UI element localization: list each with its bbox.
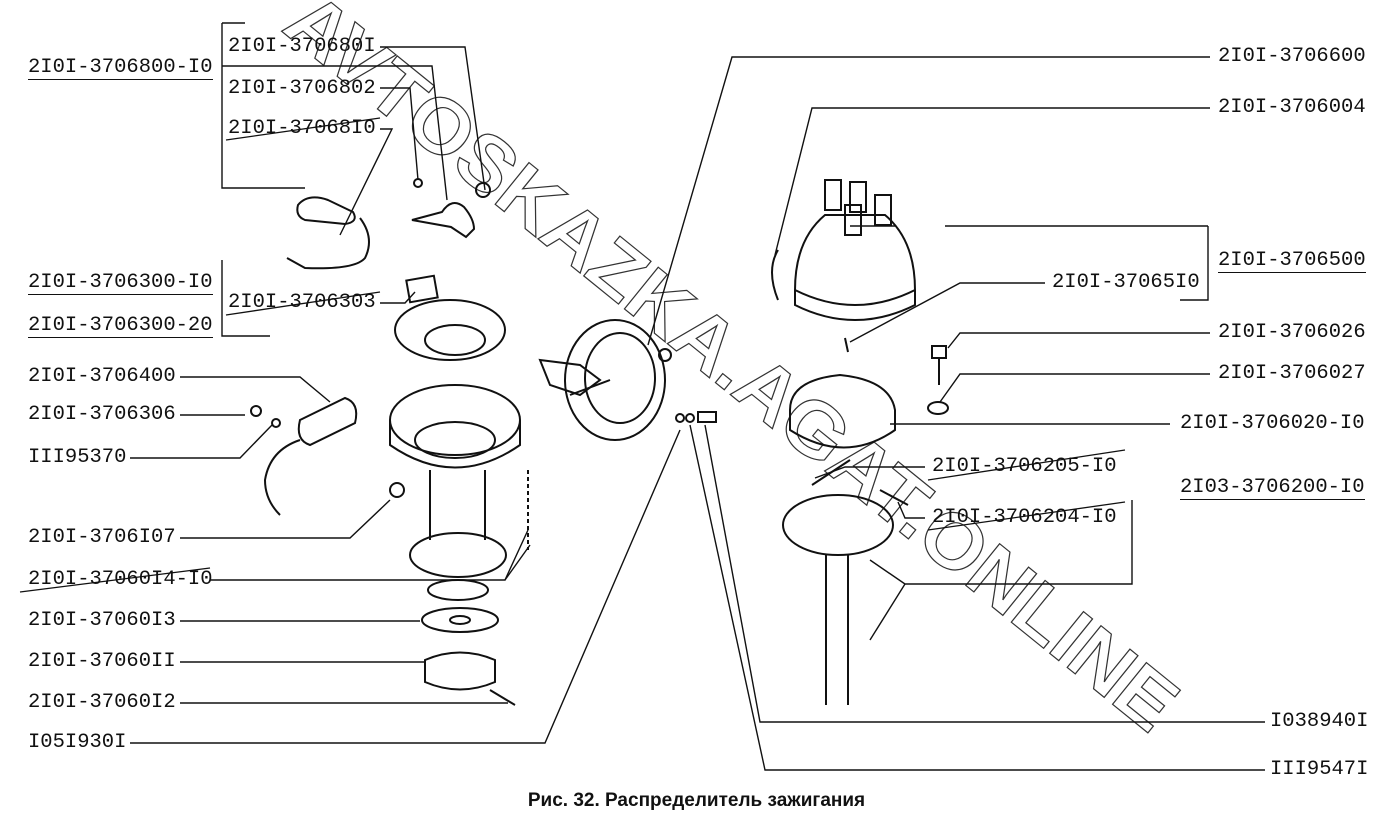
part-label-right: 2I0I-3706020-I0 — [1180, 412, 1365, 435]
part-label-left: III95370 — [28, 446, 127, 469]
part-label-left: 2I0I-3706303 — [228, 291, 376, 314]
part-label-left: 2I0I-37060I2 — [28, 691, 176, 714]
part-label-left: 2I0I-37060II — [28, 650, 176, 673]
part-label-left: 2I0I-37060I4-I0 — [28, 568, 213, 591]
part-label-right: 2I0I-3706600 — [1218, 45, 1366, 68]
part-label-left: 2I0I-3706306 — [28, 403, 176, 426]
part-label-right: 2I0I-3706500 — [1218, 249, 1366, 273]
part-label-right: III9547I — [1270, 758, 1369, 781]
part-label-right: 2I03-3706200-I0 — [1180, 476, 1365, 500]
part-label-right: I038940I — [1270, 710, 1369, 733]
part-label-left: 2I0I-370680I — [228, 35, 376, 58]
part-label-right: 2I0I-3706004 — [1218, 96, 1366, 119]
part-label-left: 2I0I-3706300-I0 — [28, 271, 213, 295]
part-label-right: 2I0I-3706204-I0 — [932, 506, 1117, 529]
figure-caption: Рис. 32. Распределитель зажигания — [527, 790, 866, 811]
part-label-left: 2I0I-3706800-I0 — [28, 56, 213, 80]
part-label-left: 2I0I-3706I07 — [28, 526, 176, 549]
part-label-left: 2I0I-37068I0 — [228, 117, 376, 140]
part-label-left: 2I0I-3706400 — [28, 365, 176, 388]
part-label-left: 2I0I-3706300-20 — [28, 314, 213, 338]
part-sketches — [250, 178, 949, 706]
part-label-left: I05I930I — [28, 731, 127, 754]
part-label-left: 2I0I-37060I3 — [28, 609, 176, 632]
leader-lines-right — [647, 56, 1265, 771]
leader-lines-left — [130, 22, 681, 744]
part-label-right: 2I0I-37065I0 — [1052, 271, 1200, 294]
part-label-right: 2I0I-3706026 — [1218, 321, 1366, 344]
part-label-left: 2I0I-3706802 — [228, 77, 376, 100]
part-label-right: 2I0I-3706205-I0 — [932, 455, 1117, 478]
strike-marks — [19, 117, 1126, 593]
part-label-right: 2I0I-3706027 — [1218, 362, 1366, 385]
